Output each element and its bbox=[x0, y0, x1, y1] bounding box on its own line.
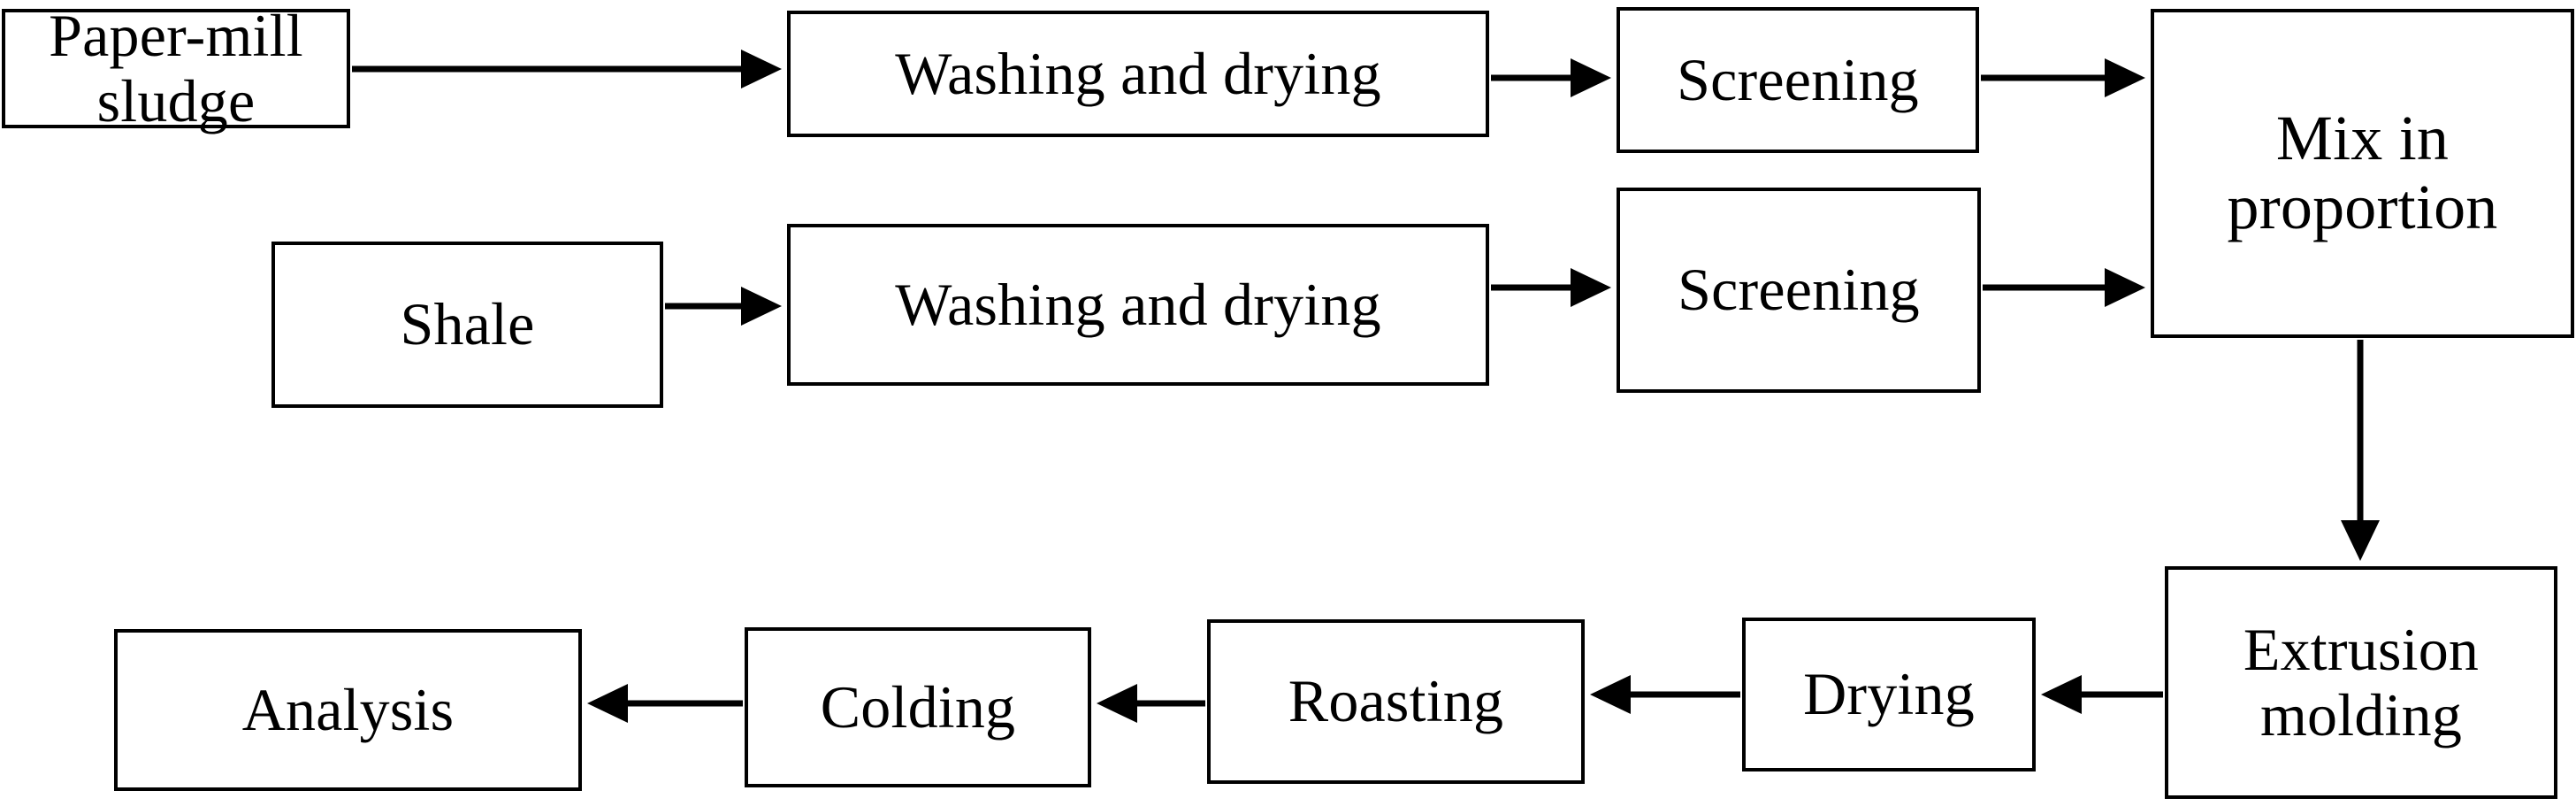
edge-extrusion_molding-to-drying bbox=[2041, 675, 2163, 714]
arrowhead-icon bbox=[741, 50, 782, 88]
node-label: Washing and drying bbox=[895, 270, 1381, 338]
node-washing_drying_2[interactable]: Washing and drying bbox=[787, 224, 1489, 386]
edge-washing_drying_2-to-screening_2 bbox=[1491, 268, 1611, 307]
node-label: Colding bbox=[820, 672, 1016, 741]
node-screening_1[interactable]: Screening bbox=[1617, 7, 1979, 153]
edge-paper_mill_sludge-to-washing_drying_1 bbox=[352, 50, 782, 88]
edge-washing_drying_1-to-screening_1 bbox=[1491, 58, 1611, 97]
edge-colding-to-analysis bbox=[587, 684, 743, 723]
arrowhead-icon bbox=[1590, 675, 1631, 714]
node-label: Washing and drying bbox=[895, 39, 1381, 107]
edge-roasting-to-colding bbox=[1097, 684, 1205, 723]
node-colding[interactable]: Colding bbox=[745, 627, 1091, 787]
edge-shale-to-washing_drying_2 bbox=[665, 287, 782, 326]
arrowhead-icon bbox=[587, 684, 628, 723]
node-washing_drying_1[interactable]: Washing and drying bbox=[787, 11, 1489, 137]
node-roasting[interactable]: Roasting bbox=[1207, 619, 1585, 784]
node-label: Drying bbox=[1803, 660, 1975, 728]
node-label: Shale bbox=[400, 290, 535, 358]
edge-mix_in_proportion-to-extrusion_molding bbox=[2341, 340, 2380, 561]
edge-screening_2-to-mix_in_proportion bbox=[1983, 268, 2145, 307]
node-label: Paper-mill sludge bbox=[49, 2, 303, 134]
arrowhead-icon bbox=[2341, 520, 2380, 561]
arrowhead-icon bbox=[2041, 675, 2082, 714]
arrowhead-icon bbox=[1571, 268, 1611, 307]
node-label: Screening bbox=[1677, 45, 1919, 113]
arrowhead-icon bbox=[1571, 58, 1611, 97]
node-shale[interactable]: Shale bbox=[271, 242, 663, 408]
arrowhead-icon bbox=[741, 287, 782, 326]
node-drying[interactable]: Drying bbox=[1742, 618, 2036, 771]
node-label: Roasting bbox=[1288, 667, 1504, 735]
edge-screening_1-to-mix_in_proportion bbox=[1981, 58, 2145, 97]
arrowhead-icon bbox=[2105, 268, 2145, 307]
node-label: Analysis bbox=[241, 675, 455, 743]
edge-drying-to-roasting bbox=[1590, 675, 1740, 714]
node-label: Screening bbox=[1678, 256, 1920, 324]
arrowhead-icon bbox=[2105, 58, 2145, 97]
node-paper_mill_sludge[interactable]: Paper-mill sludge bbox=[2, 3, 350, 133]
arrowhead-icon bbox=[1097, 684, 1137, 723]
node-analysis[interactable]: Analysis bbox=[114, 629, 582, 791]
node-screening_2[interactable]: Screening bbox=[1617, 188, 1981, 393]
